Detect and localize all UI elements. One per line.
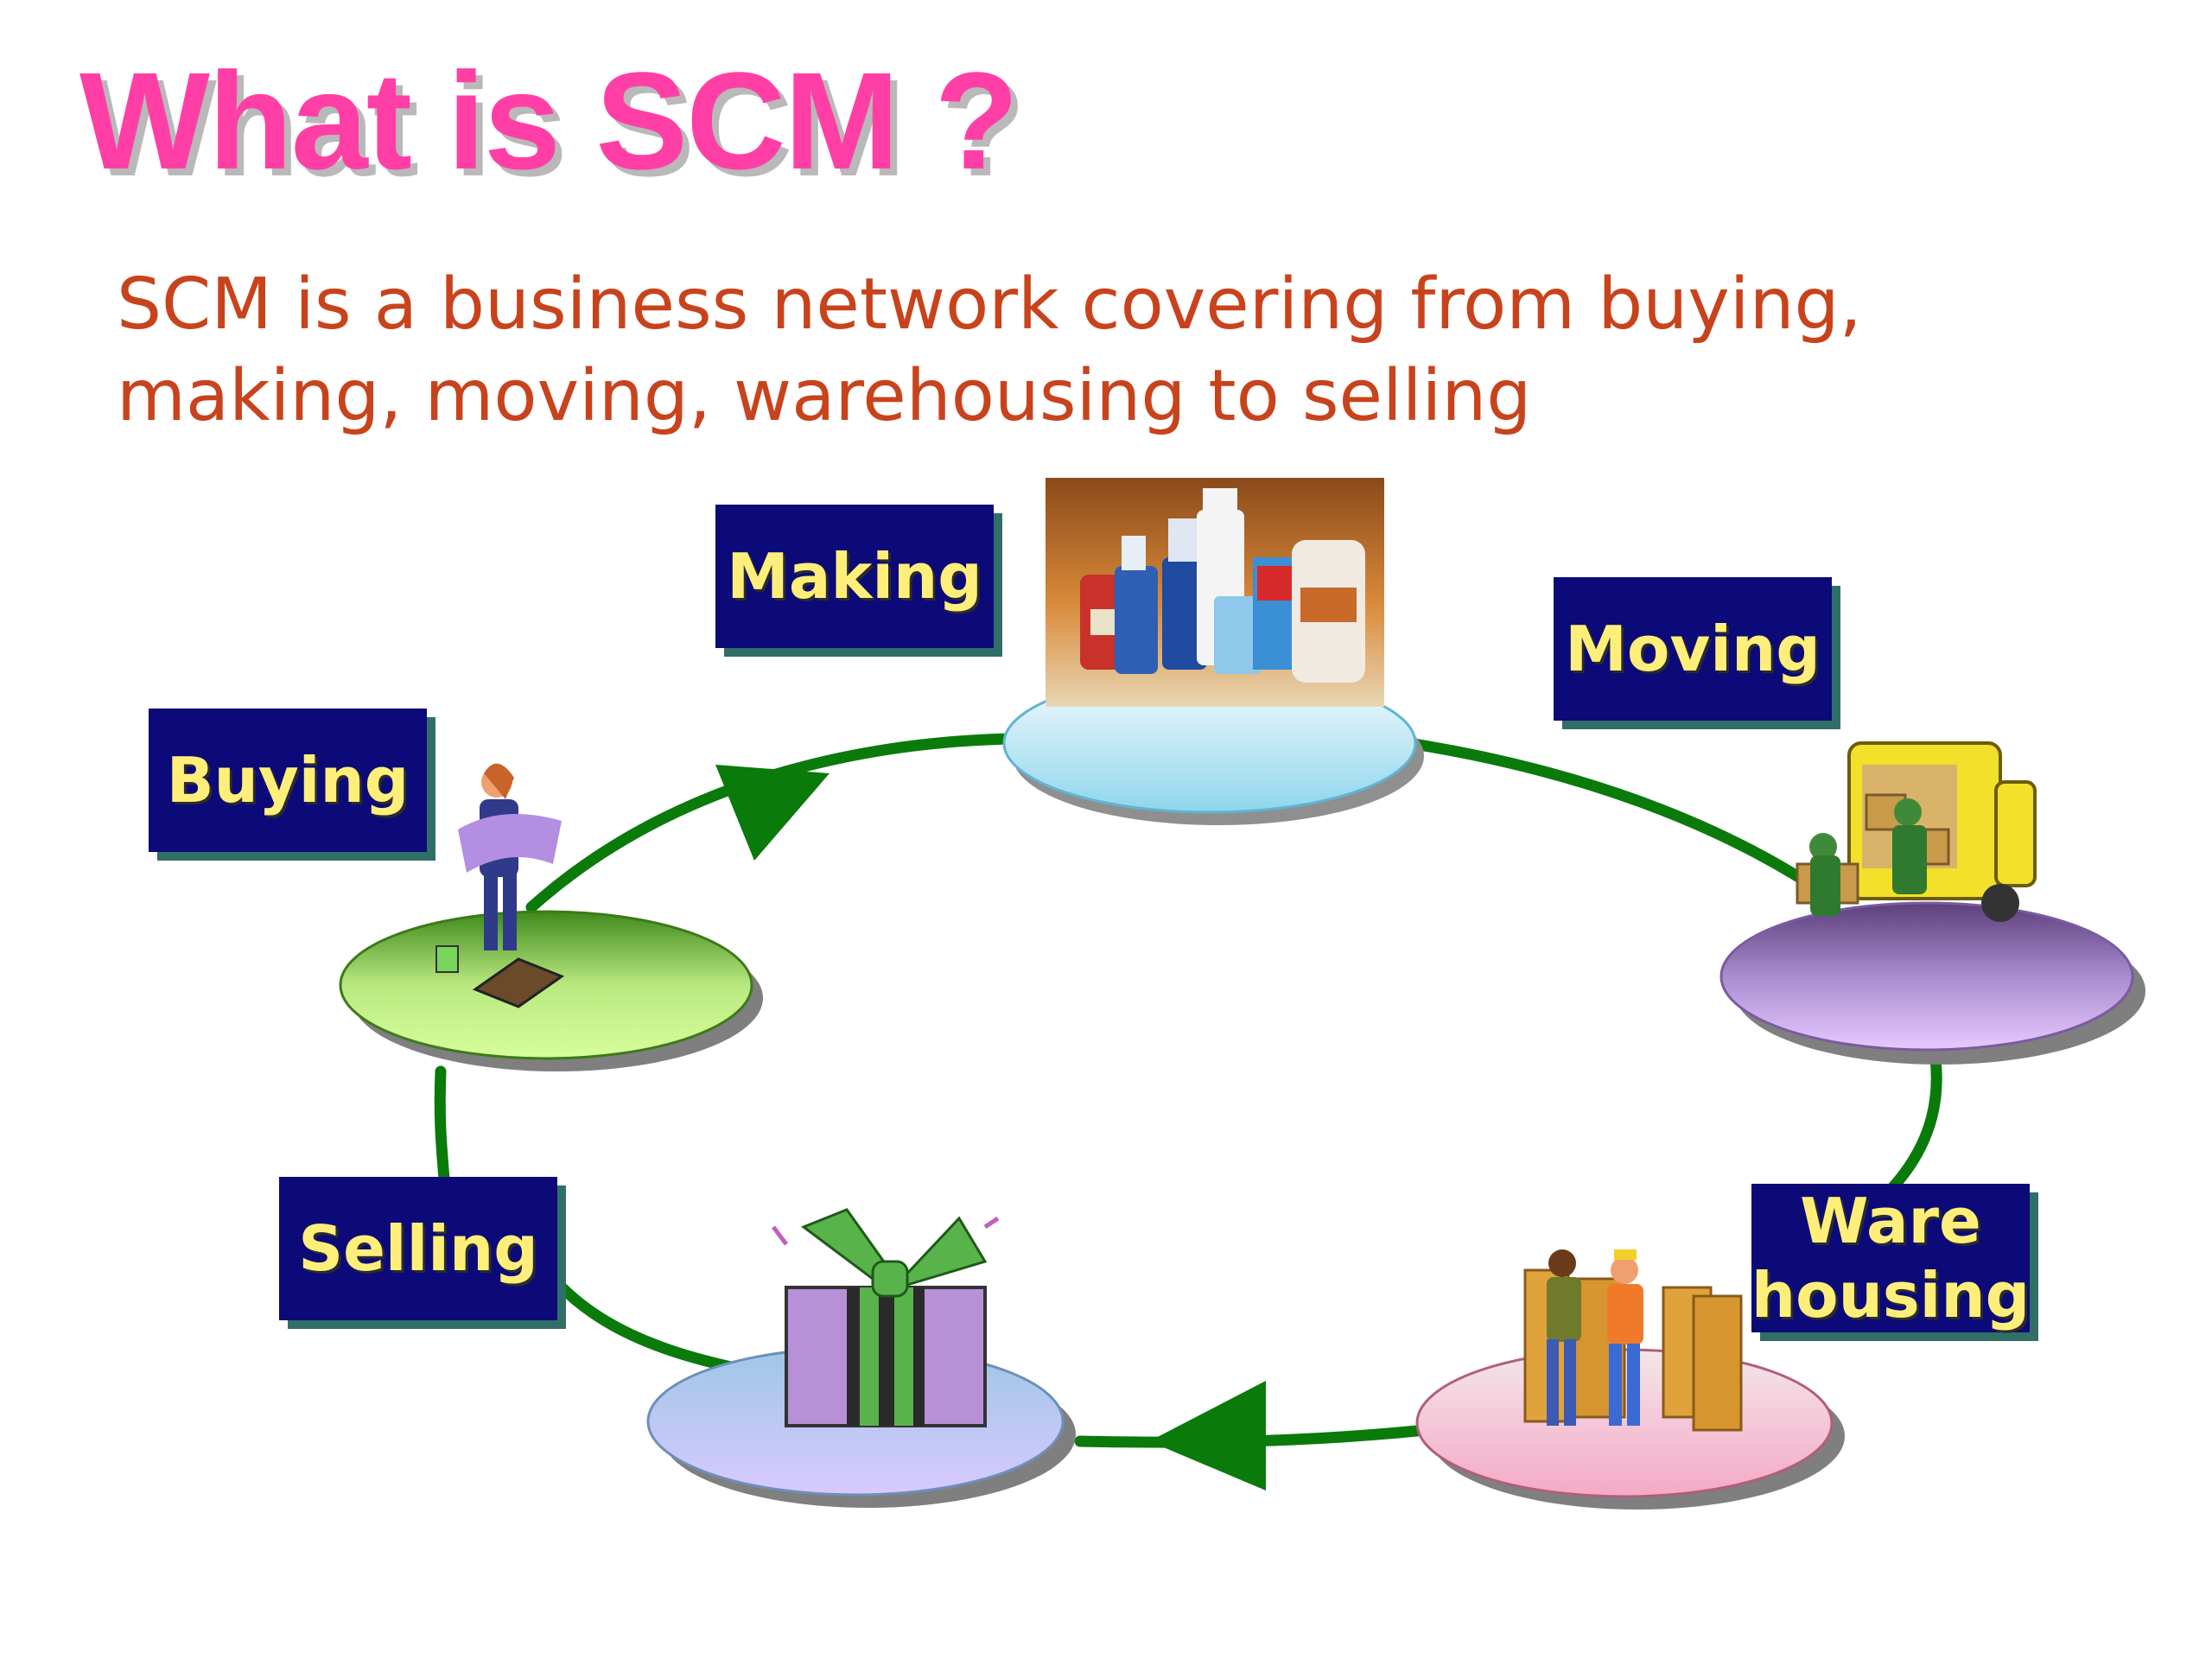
warehousing-label-line-1: Ware bbox=[1800, 1185, 1981, 1257]
making-platform bbox=[1002, 672, 1424, 825]
selling-label-text: Selling bbox=[298, 1212, 538, 1285]
subtitle-line-2: making, moving, warehousing to selling bbox=[117, 355, 1532, 437]
warehousing-label-line-2: housing bbox=[1751, 1259, 2031, 1332]
delivery-truck-icon bbox=[1796, 741, 2037, 922]
subtitle-line-1: SCM is a business network covering from … bbox=[117, 264, 1862, 346]
buying-label: Buying bbox=[149, 709, 427, 852]
buying-label-text: Buying bbox=[166, 744, 410, 817]
making-label: Making bbox=[715, 505, 994, 648]
moving-label-text: Moving bbox=[1565, 613, 1821, 685]
cleaning-products-photo bbox=[1046, 478, 1384, 707]
gift-box-icon bbox=[772, 1208, 1000, 1427]
warehouse-workers-icon bbox=[1523, 1249, 1743, 1432]
arrowhead-left-icon bbox=[1149, 1381, 1266, 1491]
shopper-icon bbox=[435, 763, 565, 1008]
warehousing-label: Ware housing bbox=[1751, 1184, 2030, 1332]
slide-subtitle: SCM is a business network covering from … bbox=[117, 259, 2104, 442]
making-label-text: Making bbox=[727, 540, 982, 613]
arrowhead-up-icon bbox=[715, 765, 830, 861]
slide-title: What is SCM ? bbox=[79, 43, 1019, 198]
buying-platform bbox=[339, 910, 763, 1071]
moving-label: Moving bbox=[1554, 577, 1832, 721]
moving-platform bbox=[1719, 901, 2145, 1065]
selling-label: Selling bbox=[279, 1177, 557, 1320]
